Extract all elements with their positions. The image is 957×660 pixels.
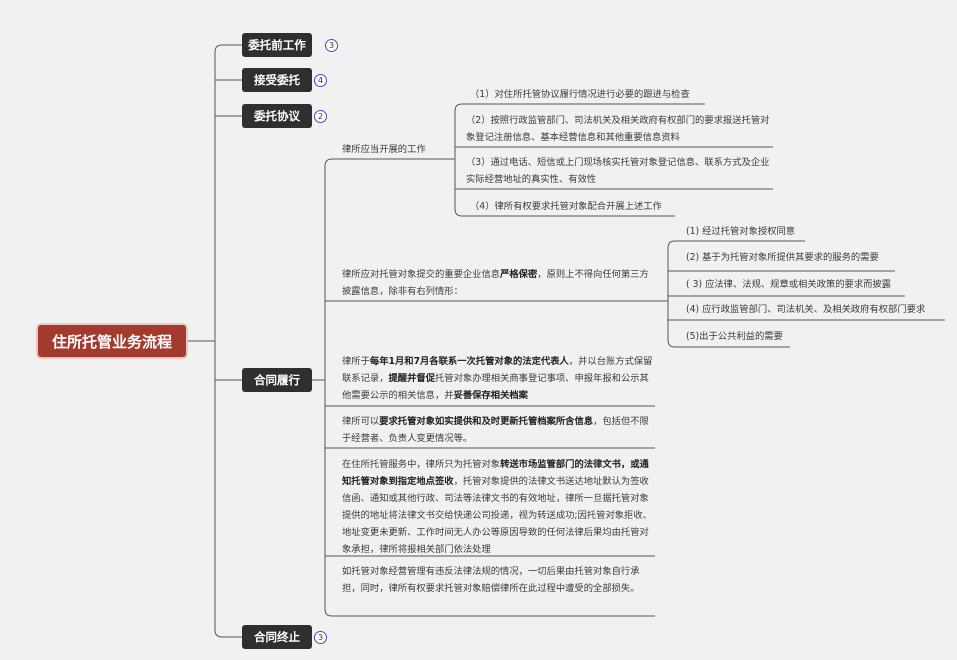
branch-pre-entrustment[interactable]: 委托前工作 (242, 33, 312, 57)
contact-topic[interactable]: 律所于每年1月和7月各联系一次托管对象的法定代表人，并以台账方式保留联系记录，提… (342, 353, 657, 404)
exception-item-3[interactable]: ( 3) 应法律、法规、规章或相关政策的要求而披露 (686, 279, 892, 290)
exception-item-2[interactable]: (2) 基于为托管对象所提供其要求的服务的需要 (686, 252, 879, 263)
branch-contract-termination[interactable]: 合同终止 (242, 625, 312, 649)
exception-item-5[interactable]: (5)出于公共利益的需要 (686, 331, 783, 342)
text-span: ，并以台账方式保留联系记录， (342, 356, 653, 384)
work-topic[interactable]: 律所应当开展的工作 (342, 144, 426, 155)
text-span: 律所于 (342, 356, 370, 367)
text-span: 律所应对托管对象提交的重要企业信息 (342, 269, 501, 280)
exception-item-1[interactable]: (1) 经过托管对象授权同意 (686, 226, 796, 237)
collapsed-count-badge[interactable]: 3 (314, 631, 327, 644)
exception-item-4[interactable]: (4) 应行政监管部门、司法机关、及相关政府有权部门要求 (686, 304, 926, 315)
text-span: 律所可以 (342, 416, 380, 427)
text-span: ，托管对象提供的法律文书送达地址默认为签收信函、通知或其他行政、司法等法律文书的… (342, 476, 652, 555)
branch-accept-entrustment[interactable]: 接受委托 (242, 68, 312, 92)
work-item-4[interactable]: （4）律所有权要求托管对象配合开展上述工作 (470, 201, 662, 212)
work-item-1[interactable]: （1）对住所托管协议履行情况进行必要的跟进与检查 (470, 89, 690, 100)
bold-span: 严格保密 (500, 269, 538, 280)
bold-span: 妥善保存相关档案 (453, 390, 528, 401)
branch-contract-performance[interactable]: 合同履行 (242, 368, 312, 392)
service-topic[interactable]: 在住所托管服务中，律所只为托管对象转送市场监管部门的法律文书，或通知托管对象到指… (342, 456, 657, 558)
bold-span: 提醒并督促 (388, 373, 436, 384)
root-topic[interactable]: 住所托管业务流程 (38, 325, 186, 357)
text-span: 在住所托管服务中，律所只为托管对象 (342, 459, 501, 470)
update-topic[interactable]: 律所可以要求托管对象如实提供和及时更新托管档案所含信息，包括但不限于经营者、负责… (342, 413, 657, 447)
bold-span: 要求托管对象如实提供和及时更新托管档案所含信息 (379, 416, 594, 427)
branch-entrustment-agreement[interactable]: 委托协议 (242, 104, 312, 128)
collapsed-count-badge[interactable]: 2 (314, 110, 327, 123)
text-span: ，包括但不限于经营者、负责人变更情况等。 (342, 416, 649, 444)
collapsed-count-badge[interactable]: 4 (314, 74, 327, 87)
text-span: 托管对象办理相关商事登记事项、申报年报和公示其他需要公示的相关信息，并 (342, 373, 649, 401)
bold-span: 每年1月和7月各联系一次托管对象的法定代表人 (369, 356, 569, 367)
work-item-3[interactable]: （3）通过电话、短信或上门现场核实托管对象登记信息、联系方式及企业实际经营地址的… (466, 157, 770, 185)
bold-span: 转送市场监管部门的法律文书，或通知托管对象到指定地点签收 (342, 459, 649, 487)
work-item-2[interactable]: （2）按照行政监管部门、司法机关及相关政府有权部门的要求报送托管对象登记注册信息… (466, 115, 770, 143)
confidentiality-topic[interactable]: 律所应对托管对象提交的重要企业信息严格保密，原则上不得向任何第三方披露信息，除非… (342, 266, 657, 300)
violation-topic[interactable]: 如托管对象经营管理有违反法律法规的情况，一切后果由托管对象自行承担，同时，律所有… (342, 566, 640, 594)
text-span: ，原则上不得向任何第三方披露信息，除非有右列情形： (342, 269, 649, 297)
collapsed-count-badge[interactable]: 3 (325, 39, 338, 52)
